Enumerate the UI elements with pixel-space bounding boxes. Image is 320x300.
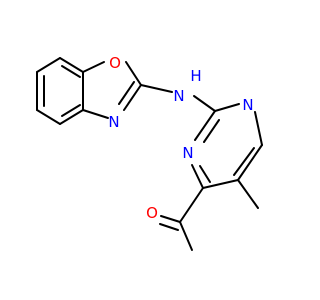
benzene-ring — [36, 57, 84, 125]
oxazole-ring — [82, 61, 142, 119]
pyrimidine-ring — [191, 103, 263, 189]
atom-amine-nitrogen: N — [173, 87, 184, 105]
bond-carbonyl-double-inner — [159, 223, 179, 231]
atom-amine-hydrogen: H — [190, 67, 201, 85]
bond — [125, 61, 142, 86]
structure-svg: O N N H N N O — [0, 0, 300, 300]
bond-carbonyl-double — [160, 215, 181, 223]
bond-methyl — [237, 179, 259, 209]
bond — [123, 84, 142, 111]
atom-ring-nitrogen: N — [108, 113, 119, 131]
bond — [36, 57, 61, 73]
atom-pyrimidine-n1: N — [242, 96, 253, 114]
bond — [254, 111, 263, 146]
bond-acetyl-methyl — [179, 221, 193, 251]
bond-double-inner — [61, 65, 81, 78]
atom-pyrimidine-n3: N — [182, 144, 193, 162]
bond-double-inner — [199, 165, 211, 183]
bond-c-nh — [140, 84, 173, 93]
bond — [82, 109, 109, 119]
bond-double-inner — [203, 119, 220, 143]
atom-carbonyl-oxygen: O — [146, 204, 158, 222]
bond — [214, 103, 240, 112]
bond-ring-carbonyl — [179, 187, 204, 223]
bond — [59, 57, 84, 73]
bond — [59, 109, 84, 125]
bond-double-inner — [233, 147, 255, 176]
bond — [237, 144, 263, 181]
bond — [194, 110, 216, 141]
bond-double-inner — [118, 81, 135, 105]
bond-double-inner — [61, 104, 81, 117]
canvas-background — [0, 0, 300, 300]
bond — [191, 164, 204, 189]
bond — [202, 179, 239, 189]
atom-ring-oxygen: O — [109, 54, 121, 72]
bond — [82, 61, 105, 73]
bond-nh-c — [193, 95, 216, 112]
bond — [36, 109, 61, 125]
molecule-diagram: O N N H N N O — [0, 0, 300, 300]
